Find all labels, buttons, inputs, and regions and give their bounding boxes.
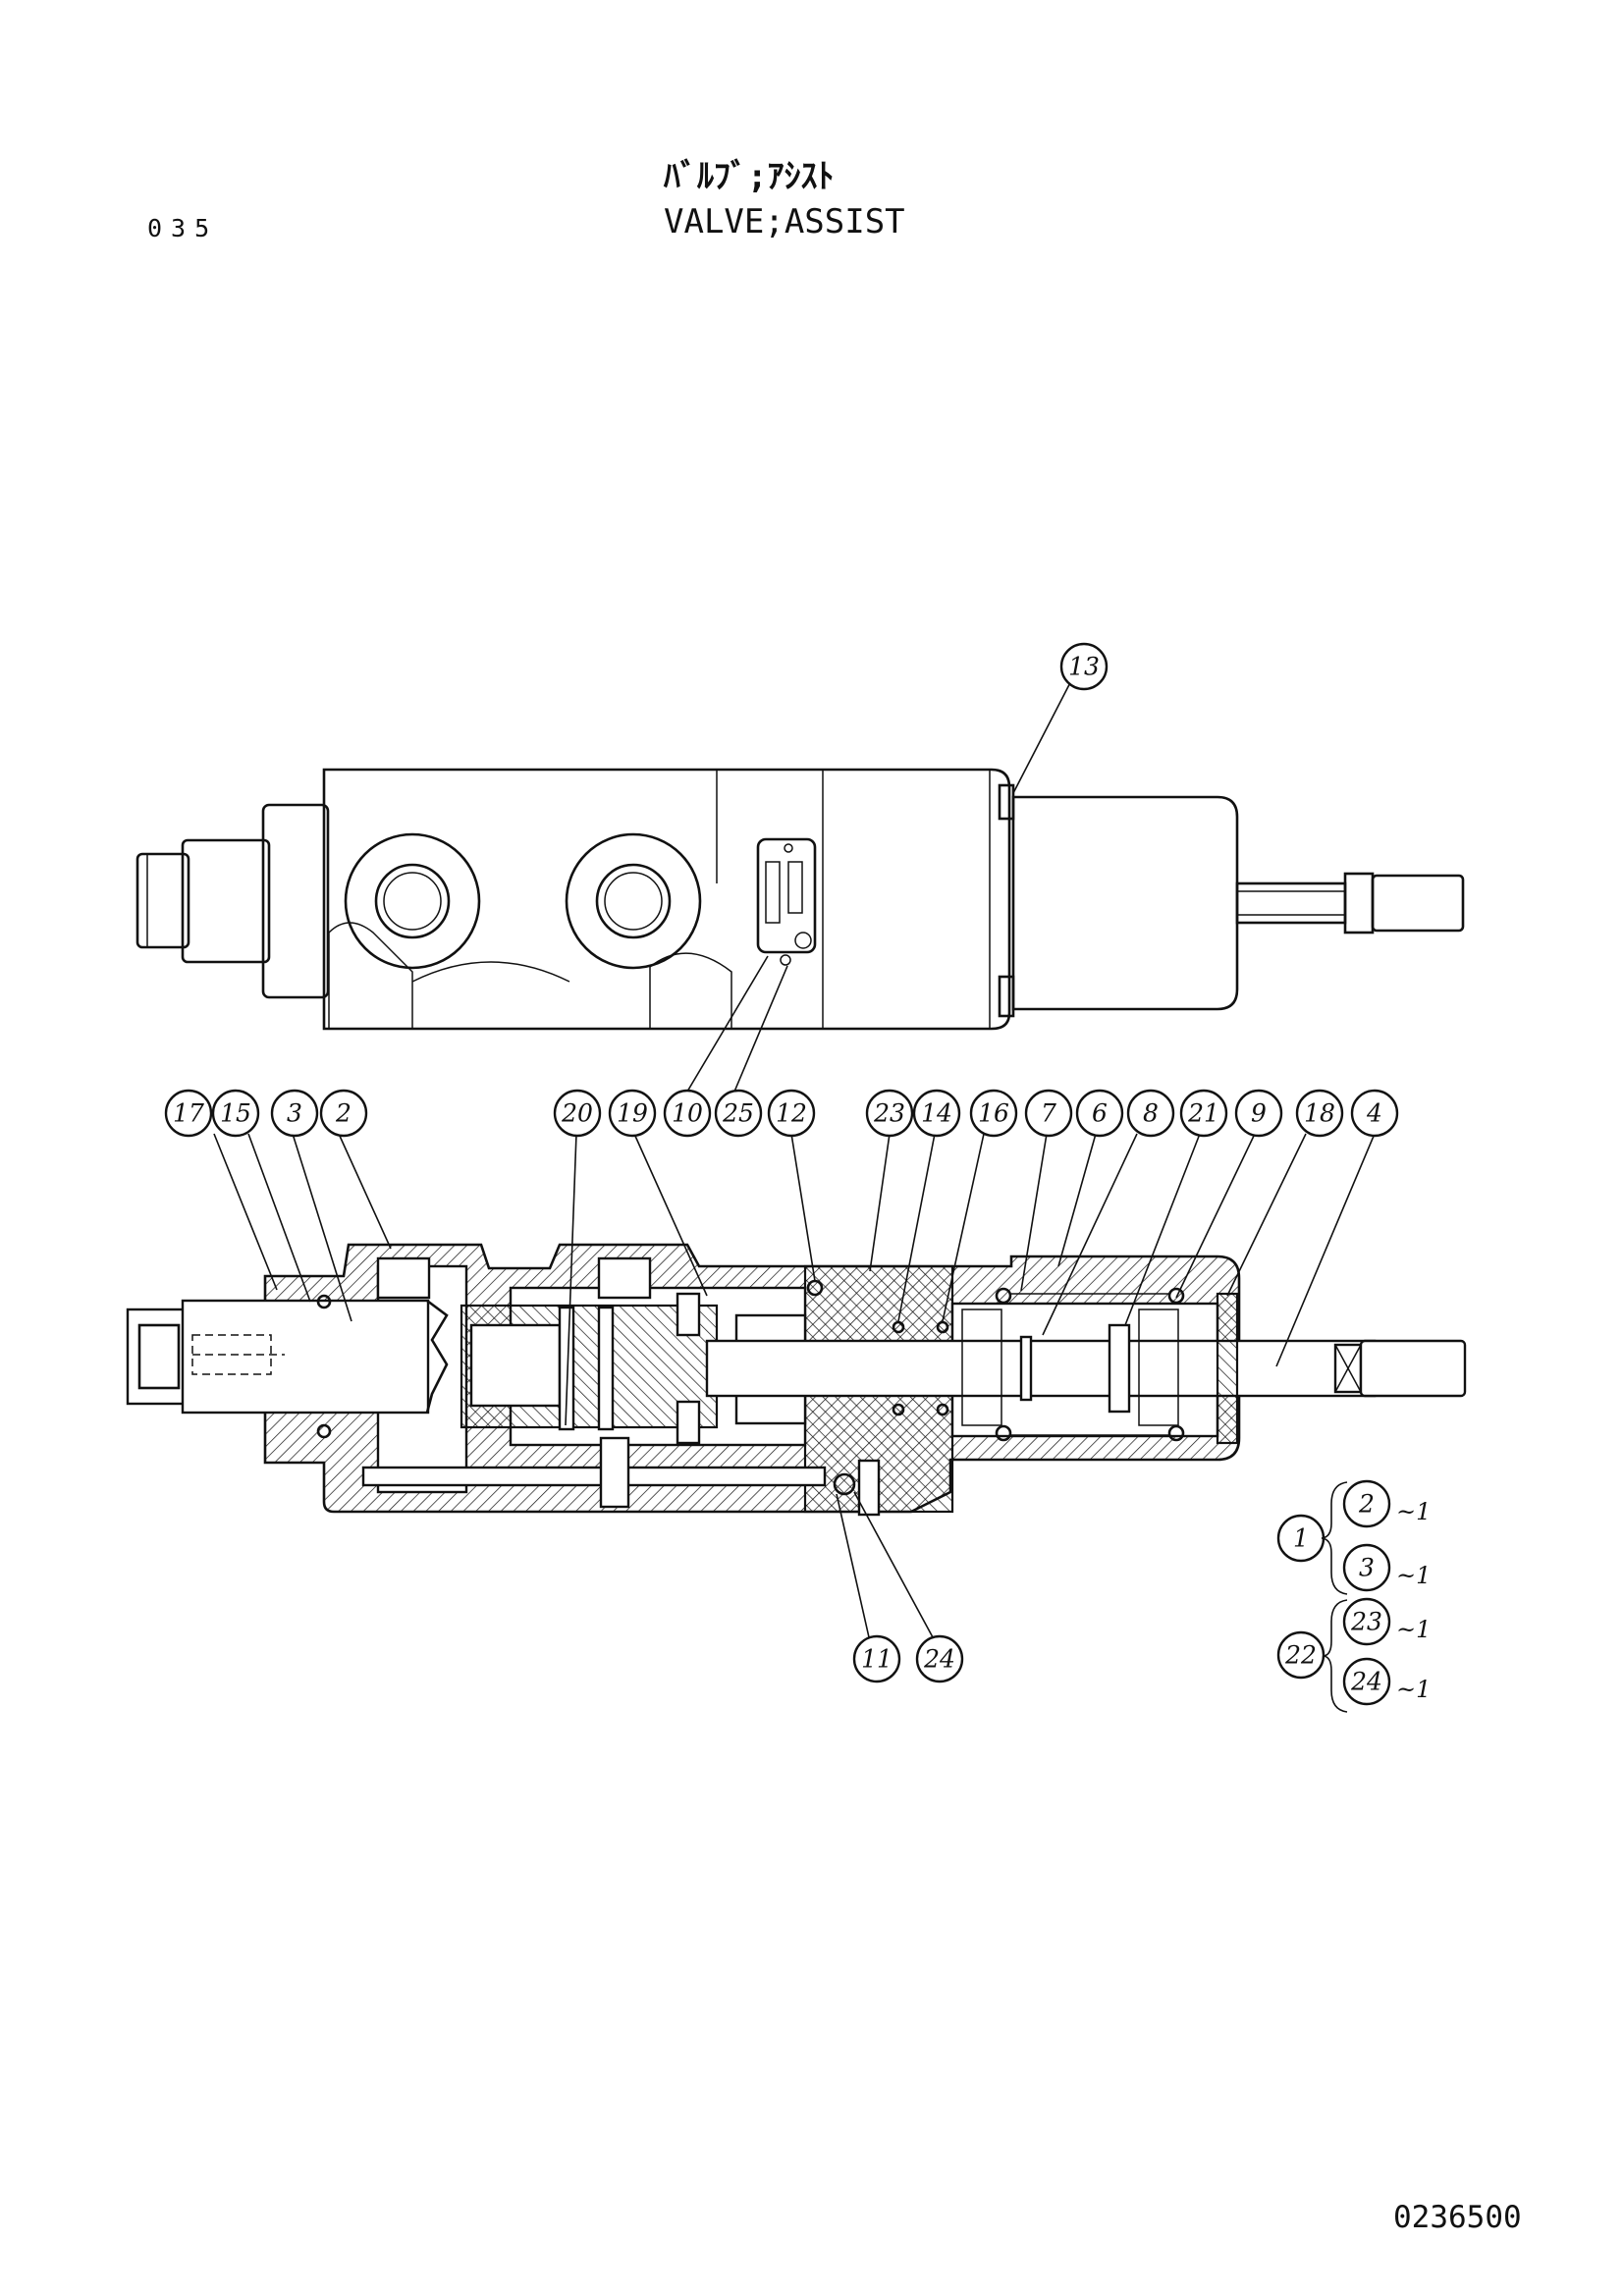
svg-text:23: 23 — [873, 1099, 905, 1128]
svg-text:17: 17 — [173, 1099, 204, 1128]
callout-3: 3 — [270, 1089, 319, 1138]
svg-text:2: 2 — [1358, 1490, 1375, 1519]
title-english: VALVE;ASSIST — [664, 202, 905, 241]
shaft-4 — [705, 1323, 1467, 1414]
legend-parent-1: 1 — [1276, 1514, 1325, 1563]
callout-23: 23 — [865, 1089, 914, 1138]
callout-10: 10 — [663, 1089, 712, 1138]
callout-15: 15 — [211, 1089, 260, 1138]
spool-piston — [460, 1292, 719, 1445]
callout-14: 14 — [912, 1089, 961, 1138]
svg-text:14: 14 — [921, 1099, 952, 1128]
svg-text:2: 2 — [335, 1099, 352, 1128]
svg-text:11: 11 — [861, 1645, 893, 1674]
svg-text:25: 25 — [722, 1099, 754, 1128]
legend-parent-22: 22 — [1276, 1630, 1325, 1680]
callout-6: 6 — [1075, 1089, 1124, 1138]
drawing-number: 0236500 — [1393, 2200, 1522, 2235]
assembly-legend-1: 1 2 ~1 3 ~1 — [1276, 1479, 1431, 1595]
callout-20: 20 — [553, 1089, 602, 1138]
callout-7: 7 — [1024, 1089, 1073, 1138]
svg-text:8: 8 — [1143, 1099, 1159, 1128]
svg-text:12: 12 — [776, 1099, 807, 1128]
callout-9: 9 — [1234, 1089, 1283, 1138]
spring-6 — [961, 1287, 1185, 1442]
svg-text:20: 20 — [561, 1099, 593, 1128]
legend-qty: ~1 — [1396, 1562, 1431, 1589]
svg-text:10: 10 — [672, 1099, 703, 1128]
svg-text:18: 18 — [1304, 1099, 1335, 1128]
section-view — [126, 1243, 1467, 1517]
callout-17: 17 — [164, 1089, 213, 1138]
callout-2: 2 — [319, 1089, 368, 1138]
legend-qty: ~1 — [1396, 1498, 1431, 1525]
svg-text:16: 16 — [978, 1099, 1009, 1128]
svg-text:21: 21 — [1187, 1099, 1219, 1128]
legend-child-23: 23 — [1342, 1597, 1391, 1646]
svg-text:13: 13 — [1068, 653, 1100, 681]
legend-qty: ~1 — [1396, 1676, 1431, 1703]
legend-child-3: 3 — [1342, 1543, 1391, 1592]
legend-child-2: 2 — [1342, 1479, 1391, 1528]
svg-text:3: 3 — [287, 1099, 302, 1128]
svg-text:7: 7 — [1041, 1099, 1056, 1128]
svg-text:24: 24 — [1350, 1668, 1382, 1696]
callout-11: 11 — [852, 1634, 901, 1683]
nameplate — [756, 837, 817, 966]
leader-lines — [213, 667, 1376, 1638]
svg-text:1: 1 — [1293, 1524, 1309, 1553]
legend-qty: ~1 — [1396, 1616, 1431, 1643]
callout-24: 24 — [915, 1634, 964, 1683]
callout-13: 13 — [1059, 642, 1109, 691]
svg-text:24: 24 — [923, 1645, 955, 1674]
svg-text:6: 6 — [1092, 1099, 1108, 1128]
callout-19: 19 — [608, 1089, 657, 1138]
svg-text:4: 4 — [1366, 1099, 1382, 1128]
callout-4: 4 — [1350, 1089, 1399, 1138]
callout-8: 8 — [1126, 1089, 1175, 1138]
callout-25: 25 — [714, 1089, 763, 1138]
port-boss-right — [565, 832, 702, 970]
port-boss-left — [344, 832, 481, 970]
page-number: 035 — [147, 214, 219, 242]
svg-text:22: 22 — [1284, 1641, 1317, 1670]
assembly-legend-22: 22 23 ~1 24 ~1 — [1276, 1597, 1431, 1713]
svg-text:3: 3 — [1359, 1554, 1375, 1582]
callout-21: 21 — [1179, 1089, 1228, 1138]
external-view — [135, 768, 1465, 1031]
plug-2 — [126, 1299, 430, 1415]
svg-text:23: 23 — [1350, 1608, 1382, 1636]
callout-12: 12 — [767, 1089, 816, 1138]
svg-text:19: 19 — [617, 1099, 648, 1128]
svg-text:15: 15 — [220, 1099, 251, 1128]
svg-text:9: 9 — [1251, 1099, 1267, 1128]
callout-18: 18 — [1295, 1089, 1344, 1138]
callout-16: 16 — [969, 1089, 1018, 1138]
title-japanese: ﾊﾞﾙﾌﾞ;ｱｼｽﾄ — [664, 157, 835, 196]
legend-child-24: 24 — [1342, 1657, 1391, 1706]
